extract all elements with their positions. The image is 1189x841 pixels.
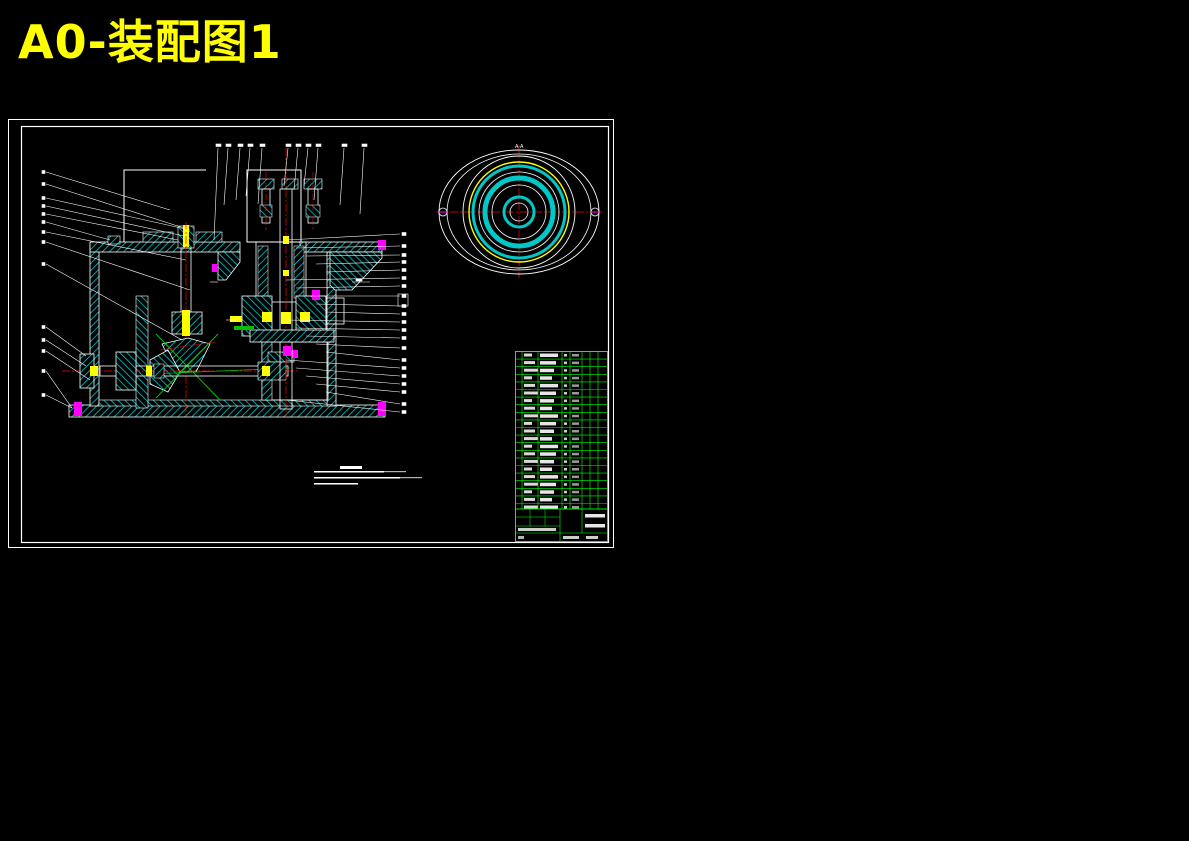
left-coupling	[171, 310, 203, 336]
upper-bolts	[257, 172, 323, 230]
technical-notes	[314, 466, 422, 485]
right-gearbox	[257, 341, 329, 401]
central-spindle	[255, 148, 307, 418]
title-block	[515, 508, 608, 542]
top-view: A-A	[436, 144, 602, 278]
front-section-view	[62, 148, 409, 418]
left-pulley	[79, 351, 165, 391]
page-title: A0-装配图1	[18, 15, 282, 69]
parts-list-table	[515, 351, 608, 542]
callout-leaders	[41, 143, 407, 414]
table-bearing	[230, 290, 345, 343]
sheet-border	[8, 119, 614, 548]
svg-text:A-A: A-A	[515, 144, 524, 150]
base-plate	[68, 404, 386, 418]
